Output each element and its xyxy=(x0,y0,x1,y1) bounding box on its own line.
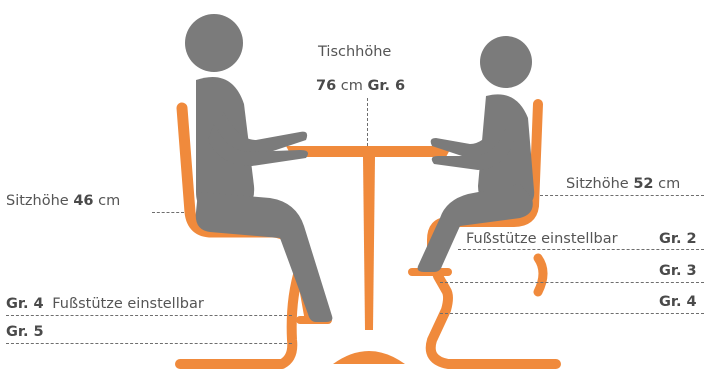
table xyxy=(286,146,452,364)
right-footrest-line-gr4 xyxy=(440,313,704,314)
right-footrest-size-gr3: Gr. 3 xyxy=(659,263,697,279)
right-seat-unit: cm xyxy=(658,176,681,192)
table-height-value: 76 xyxy=(316,78,337,94)
right-seat-height-label: Sitzhöhe 52 cm xyxy=(566,176,680,193)
left-footrest-line-gr4 xyxy=(6,315,292,316)
table-leg xyxy=(363,157,375,330)
right-person-icon xyxy=(417,36,535,272)
right-seat-prefix: Sitzhöhe xyxy=(566,176,629,192)
right-footrest-line-gr3 xyxy=(440,282,704,283)
left-seat-prefix: Sitzhöhe xyxy=(6,193,69,209)
table-size-badge: Gr. 6 xyxy=(367,78,406,94)
left-footrest-size: Gr. 4 xyxy=(6,296,44,312)
left-seat-unit: cm xyxy=(98,193,121,209)
left-footrest-line-gr5 xyxy=(6,343,292,344)
left-seat-value: 46 xyxy=(73,193,94,209)
table-height-unit: cm xyxy=(340,78,363,94)
table-top xyxy=(286,146,452,157)
table-height-marker xyxy=(367,98,368,146)
left-seat-height-label: Sitzhöhe 46 cm xyxy=(6,193,120,210)
right-seat-line xyxy=(540,195,704,196)
table-height-title: Tischhöhe xyxy=(318,44,392,60)
table-foot xyxy=(333,351,405,364)
right-footrest-size-gr4: Gr. 4 xyxy=(659,294,697,310)
right-footrest-text: Fußstütze einstellbar xyxy=(466,231,618,247)
right-seat-value: 52 xyxy=(633,176,654,192)
right-footrest-size-gr2: Gr. 2 xyxy=(659,231,697,247)
left-footrest-label: Gr. 4 Fußstütze einstellbar xyxy=(6,296,204,313)
left-footrest-size-lower: Gr. 5 xyxy=(6,324,44,340)
left-seat-line xyxy=(152,212,184,213)
right-footrest-line-gr2 xyxy=(458,249,704,250)
table-height-label: 76 cm Gr. 6 xyxy=(316,78,405,95)
left-footrest-text: Fußstütze einstellbar xyxy=(52,296,204,312)
left-person-icon xyxy=(185,14,333,322)
